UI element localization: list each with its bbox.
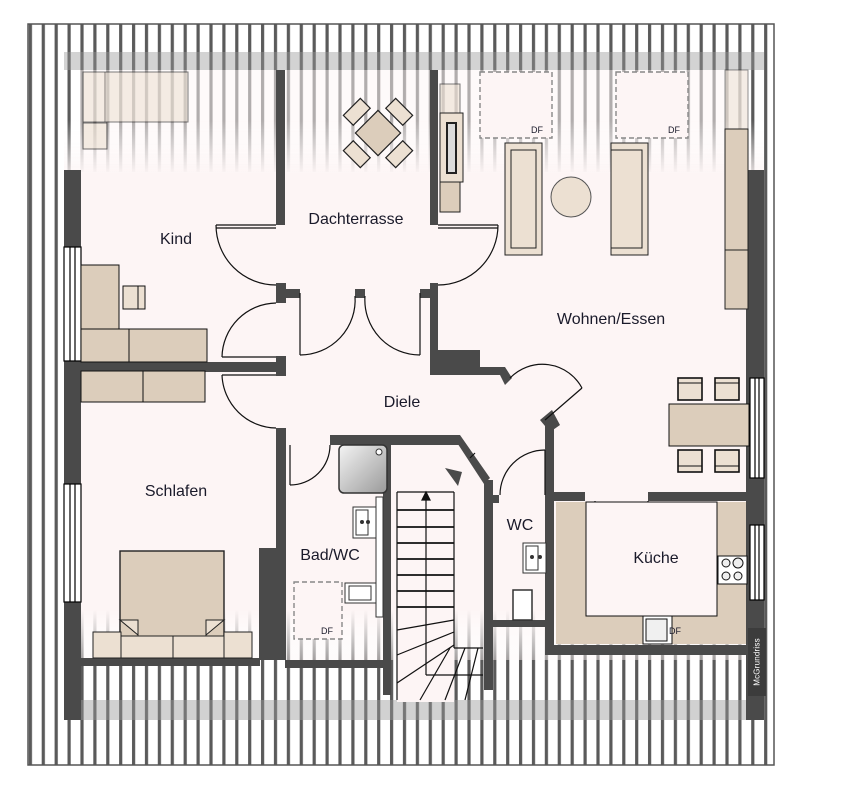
sofas bbox=[504, 142, 649, 256]
room-label-diele: Diele bbox=[383, 394, 421, 411]
room-label-wc: WC bbox=[506, 517, 534, 534]
terrace-table-set bbox=[342, 97, 414, 169]
skylight-label: DF bbox=[669, 626, 681, 636]
room-label-bad-wc: Bad/WC bbox=[300, 547, 360, 564]
room-label-kueche: Küche bbox=[633, 550, 679, 567]
watermark-text: McGrundriss bbox=[752, 638, 762, 686]
watermark-badge: McGrundriss bbox=[748, 628, 766, 696]
wall-unit bbox=[724, 69, 749, 310]
kitchen bbox=[556, 501, 748, 645]
bathroom-fixtures bbox=[338, 444, 388, 618]
bedroom-furniture bbox=[92, 550, 253, 659]
doors bbox=[215, 224, 649, 556]
stair-direction-marker bbox=[445, 468, 462, 486]
windows bbox=[63, 246, 765, 603]
dining-set bbox=[668, 377, 750, 473]
fireplace bbox=[439, 83, 464, 213]
room-label-wohnen-essen: Wohnen/Essen bbox=[556, 311, 666, 328]
wc-fixtures bbox=[512, 542, 547, 621]
kind-furniture bbox=[80, 71, 208, 403]
room-label-kind: Kind bbox=[159, 231, 193, 248]
skylight-label: DF bbox=[531, 125, 543, 135]
room-label-schlafen: Schlafen bbox=[144, 483, 208, 500]
skylight-label: DF bbox=[321, 626, 333, 636]
room-label-dachterrasse: Dachterrasse bbox=[308, 211, 404, 228]
skylight-label: DF bbox=[668, 125, 680, 135]
staircase bbox=[396, 490, 483, 702]
